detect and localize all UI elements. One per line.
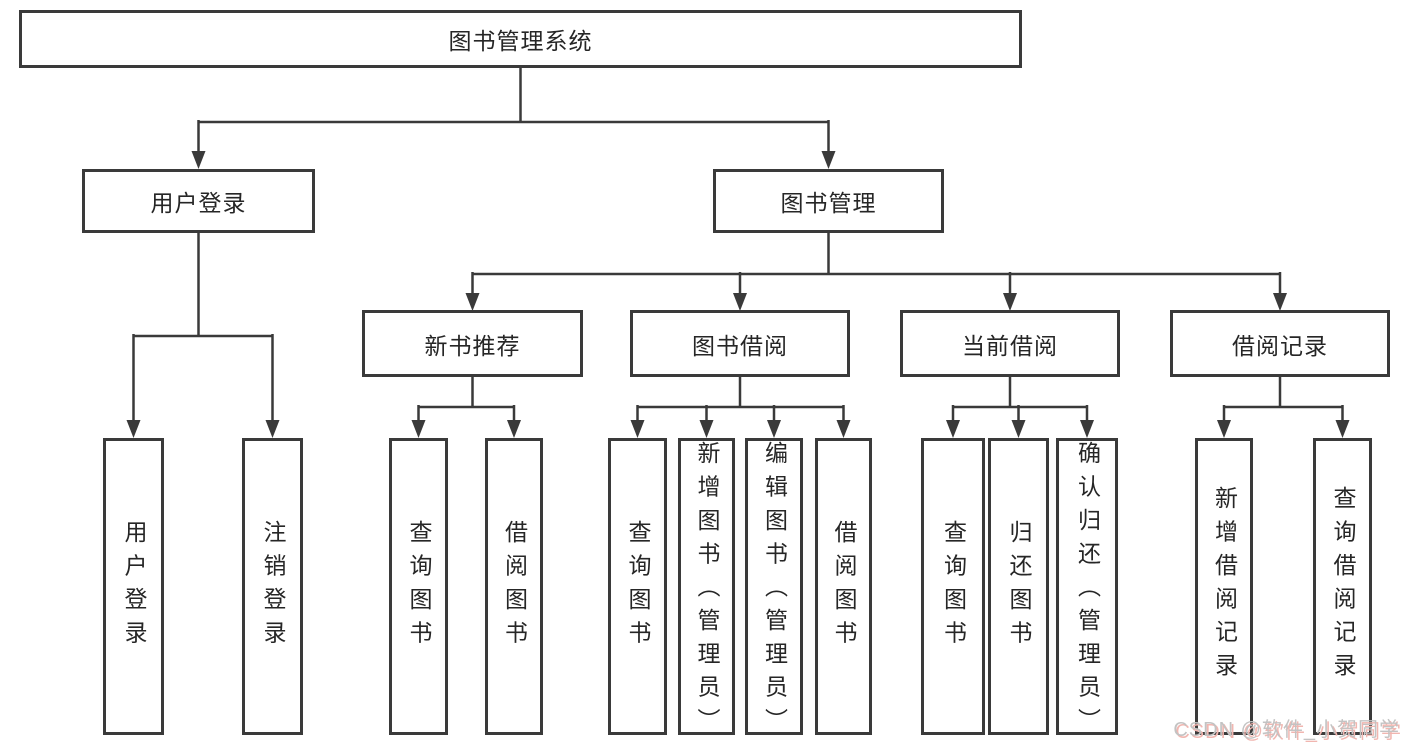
leaf-query-books-borrow: 查询图书 [608,438,667,735]
arrow-icon [733,293,747,311]
node-label: 新增借阅记录 [1211,486,1238,687]
leaf-borrow-books-recommend: 借阅图书 [485,438,543,735]
arrow-icon [1011,420,1026,438]
node-book-management: 图书管理 [713,169,944,233]
node-user-login: 用户登录 [82,169,315,233]
node-label: 新书推荐 [424,332,521,359]
connector-root-to-level2 [197,68,830,153]
connector-newbook-to-leaves [417,377,516,422]
arrow-icon [1080,420,1094,438]
arrow-icon [699,420,714,438]
arrow-icon [465,293,480,311]
leaf-logout: 注销登录 [242,438,303,735]
arrow-icon [191,151,206,169]
node-label: 注销登录 [260,519,286,654]
node-label: 用户登录 [121,519,147,654]
node-label: 查询图书 [940,519,967,654]
leaf-user-login: 用户登录 [103,438,164,735]
arrow-icon [1335,420,1350,438]
node-label: 借阅图书 [831,519,857,654]
arrow-icon [126,420,141,438]
arrow-icon [767,420,781,438]
node-label: 查询图书 [625,519,651,654]
leaf-edit-book-admin: 编辑图书（管理员） [745,438,803,742]
node-label: 编辑图书（管理员） [761,441,788,742]
node-current-borrowing: 当前借阅 [900,310,1120,377]
node-label: 查询图书 [406,519,432,654]
leaf-return-book: 归还图书 [988,438,1049,735]
node-label: 用户登录 [150,190,247,216]
node-label: 借阅图书 [501,519,528,654]
node-label: 图书管理系统 [448,28,593,54]
arrow-icon [411,420,426,438]
node-label: 当前借阅 [962,332,1058,359]
node-label: 归还图书 [1006,519,1032,654]
node-label: 借阅记录 [1232,332,1328,359]
leaf-add-borrow-record: 新增借阅记录 [1195,438,1253,735]
arrow-icon [630,420,645,438]
arrow-icon [1273,293,1287,311]
leaf-confirm-return-admin: 确认归还（管理员） [1056,438,1118,742]
node-new-book-recommendation: 新书推荐 [362,310,583,377]
node-book-borrowing: 图书借阅 [630,310,850,377]
leaf-query-books-recommend: 查询图书 [389,438,448,735]
arrow-icon [265,420,280,438]
leaf-query-borrow-record: 查询借阅记录 [1313,438,1372,735]
arrow-icon [946,420,960,438]
node-label: 确认归还（管理员） [1074,441,1101,742]
leaf-borrow-books: 借阅图书 [815,438,872,735]
connector-bookborrow-to-leaves [636,377,845,422]
arrow-icon [1217,420,1231,438]
node-label: 图书管理 [780,190,877,216]
connector-userlogin-to-leaves [132,233,274,422]
arrow-icon [836,420,851,438]
csdn-watermark: CSDN @软件_小贺同学 [1173,719,1400,741]
connector-currentborrow-to-leaves [951,377,1089,422]
node-borrowing-records: 借阅记录 [1170,310,1390,377]
arrow-icon [507,420,521,438]
connector-records-to-leaves [1222,377,1344,422]
leaf-add-book-admin: 新增图书（管理员） [678,438,735,742]
arrow-icon [1003,293,1017,311]
connector-bookmgmt-to-level3 [471,233,1282,295]
node-label: 新增图书（管理员） [694,441,720,742]
node-label: 查询借阅记录 [1330,486,1356,687]
node-label: 图书借阅 [692,332,788,359]
leaf-query-books-current: 查询图书 [921,438,985,735]
arrow-icon [821,151,836,169]
node-root-system: 图书管理系统 [19,10,1022,68]
